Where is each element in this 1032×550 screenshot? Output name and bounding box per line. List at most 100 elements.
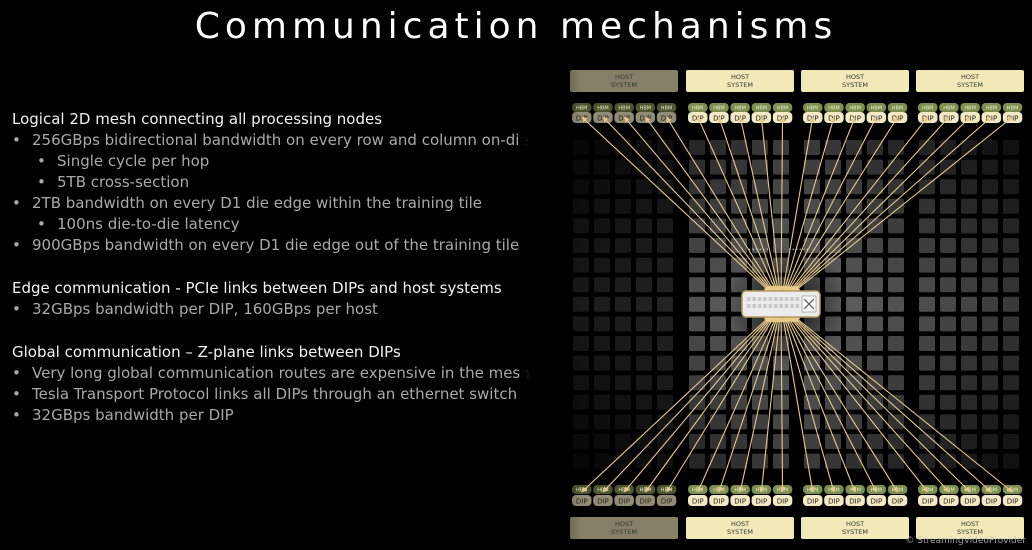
compute-tile bbox=[731, 159, 747, 175]
compute-tile bbox=[961, 434, 977, 449]
host-label: SYSTEM bbox=[611, 81, 637, 89]
dip-label: DIP bbox=[777, 498, 789, 506]
dip-label: DIP bbox=[661, 498, 673, 506]
compute-tile bbox=[615, 316, 631, 332]
bullet-item: • 256GBps bidirectional bandwidth on ever… bbox=[12, 130, 532, 151]
compute-tile bbox=[888, 159, 904, 175]
hbm-label: HBM bbox=[692, 488, 704, 494]
compute-tile bbox=[710, 453, 726, 469]
compute-tile bbox=[888, 453, 904, 469]
bullet-glyph: • bbox=[12, 385, 21, 403]
compute-tile bbox=[773, 218, 789, 234]
switch-port bbox=[795, 297, 800, 301]
hbm-chip bbox=[656, 103, 677, 112]
section-heading: Global communication – Z-plane links bet… bbox=[12, 343, 401, 361]
bullet-text: Very long global communication routes ar… bbox=[32, 364, 530, 382]
hbm-label: HBM bbox=[756, 106, 768, 112]
compute-tile bbox=[940, 394, 956, 410]
compute-tile bbox=[1003, 179, 1019, 195]
compute-tile bbox=[867, 355, 883, 371]
switch-icon bbox=[801, 295, 817, 313]
compute-tile bbox=[636, 198, 652, 214]
bullet-glyph: • bbox=[12, 131, 21, 149]
section-heading: Logical 2D mesh connecting all processin… bbox=[12, 110, 383, 128]
bullet-text: 2TB bandwidth on every D1 die edge withi… bbox=[32, 194, 483, 212]
compute-tile bbox=[940, 296, 956, 312]
compute-tile bbox=[594, 434, 610, 449]
compute-tile bbox=[1003, 140, 1019, 155]
compute-tile bbox=[961, 414, 977, 430]
bullet-item: •Tesla Transport Protocol links all DIPs… bbox=[12, 384, 532, 405]
dip-chip bbox=[1002, 495, 1023, 506]
hbm-chip bbox=[593, 103, 613, 112]
ethernet-switch bbox=[741, 290, 821, 318]
hbm-label: HBM bbox=[871, 106, 883, 112]
compute-tile bbox=[615, 198, 631, 214]
compute-tile bbox=[594, 179, 610, 195]
host-label: HOST bbox=[731, 520, 749, 528]
compute-tile bbox=[657, 257, 673, 273]
compute-tile bbox=[1003, 257, 1019, 273]
dip-chip bbox=[614, 495, 634, 506]
compute-tile bbox=[961, 218, 977, 234]
hbm-label: HBM bbox=[807, 106, 819, 112]
compute-tile bbox=[636, 257, 652, 273]
dip-label: DIP bbox=[828, 498, 840, 506]
dip-label: DIP bbox=[640, 115, 652, 123]
compute-tile bbox=[657, 238, 673, 253]
compute-tile bbox=[615, 394, 631, 410]
dip-chip bbox=[751, 495, 772, 506]
bullet-text: 256GBps bidirectional bandwidth on every… bbox=[32, 131, 529, 149]
section-logical-mesh: Logical 2D mesh connecting all processin… bbox=[12, 109, 532, 256]
hbm-label: HBM bbox=[661, 106, 673, 112]
compute-tile bbox=[773, 159, 789, 175]
link-arrow bbox=[759, 116, 783, 292]
bullet-glyph: • bbox=[37, 173, 46, 191]
hbm-label: HBM bbox=[986, 106, 998, 112]
dip-chip bbox=[918, 495, 938, 506]
compute-tile bbox=[710, 355, 726, 371]
compute-tile bbox=[773, 140, 789, 155]
compute-tile bbox=[615, 238, 631, 253]
compute-tile bbox=[657, 198, 673, 214]
host-label: SYSTEM bbox=[957, 528, 983, 536]
compute-tile bbox=[636, 218, 652, 234]
compute-tile bbox=[940, 375, 956, 391]
compute-tile bbox=[982, 355, 998, 371]
hbm-label: HBM bbox=[661, 488, 673, 494]
compute-tile bbox=[940, 159, 956, 175]
compute-tile bbox=[594, 257, 610, 273]
compute-tile bbox=[919, 159, 935, 175]
compute-tile bbox=[594, 238, 610, 253]
compute-tile bbox=[594, 375, 610, 391]
bullet-list: Logical 2D mesh connecting all processin… bbox=[12, 109, 532, 426]
compute-tile bbox=[636, 355, 652, 371]
compute-tile bbox=[982, 375, 998, 391]
bullet-text: 100ns die-to-die latency bbox=[57, 215, 240, 233]
hbm-label: HBM bbox=[828, 106, 840, 112]
hbm-chip bbox=[688, 103, 708, 112]
compute-tile bbox=[961, 355, 977, 371]
z-plane-links bbox=[581, 116, 1013, 493]
compute-tile bbox=[615, 140, 631, 155]
compute-tile bbox=[867, 238, 883, 253]
compute-tile bbox=[867, 198, 883, 214]
compute-tile bbox=[731, 140, 747, 155]
hbm-chip bbox=[772, 103, 793, 112]
hbm-chip bbox=[803, 103, 823, 112]
compute-tile bbox=[940, 140, 956, 155]
compute-tile bbox=[919, 257, 935, 273]
watermark-text: © StreamingVideoProvider bbox=[905, 536, 1026, 546]
switch-port bbox=[795, 304, 800, 308]
section-heading: Edge communication - PCIe links between … bbox=[12, 279, 502, 297]
hbm-chip bbox=[887, 103, 908, 112]
compute-tile bbox=[940, 277, 956, 293]
bullet-text: 32GBps bandwidth per DIP, 160GBps per ho… bbox=[32, 300, 378, 318]
dip-label: DIP bbox=[597, 498, 609, 506]
hbm-chip bbox=[614, 103, 634, 112]
compute-tile bbox=[657, 296, 673, 312]
